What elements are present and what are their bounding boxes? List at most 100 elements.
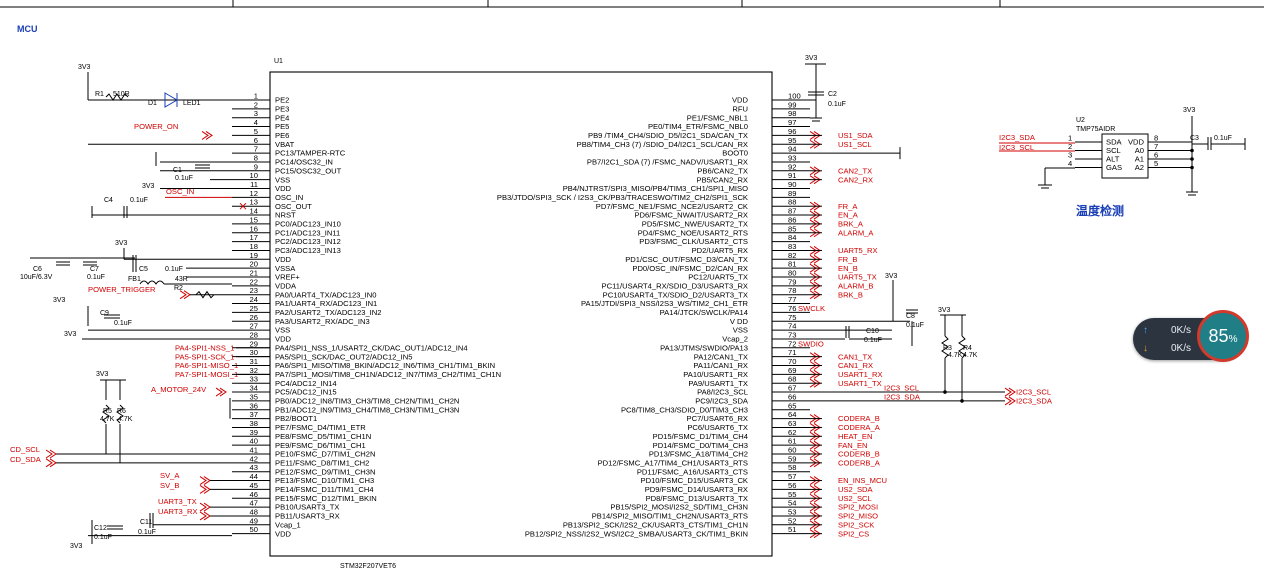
pin-function-90: PB4/NJTRST/SPI3_MISO/PB4/TIM3_CH1/SPI1_M… [563, 184, 748, 193]
temp-sensor-body [1101, 133, 1149, 179]
pin-number-29: 29 [250, 339, 258, 348]
pin-number-50: 50 [250, 525, 258, 534]
pin-number-60: 60 [788, 446, 796, 455]
net-label-95: US1_SCL [838, 140, 872, 149]
ref-r3: R3 [943, 345, 952, 352]
pin-function-92: PB6/CAN2_TX [697, 166, 748, 175]
mcu-part: STM32F207VET6 [340, 563, 396, 570]
ref-c5: C5 [139, 266, 148, 273]
pin-number-59: 59 [788, 454, 796, 463]
pin-number-25: 25 [250, 304, 258, 313]
val-r3: 4.7K [948, 352, 963, 359]
pin-function-24: PA1/UART4_RX/ADC123_IN1 [275, 299, 377, 308]
net-label-78: BRK_B [838, 290, 863, 299]
val-c8: 0.1uF [906, 322, 924, 329]
pin-function-26: PA3/USART2_RX/ADC_IN3 [275, 317, 370, 326]
components: 3V3R34.7KR44.7K3V3C20.1uF3V3C80.1uFC100.… [20, 55, 1232, 550]
net-label-69: USART1_RX [838, 370, 883, 379]
net-spi-1: PA5-SPI1-SCK_1 [175, 352, 234, 361]
ref-c1: C1 [173, 167, 182, 174]
net-spi-3: PA7-SPI1-MOSI_1 [175, 370, 238, 379]
pin-number-74: 74 [788, 322, 796, 331]
pin-function-81: PD0/OSC_IN/FSMC_D2/CAN_RX [632, 264, 748, 273]
pin-number-13: 13 [250, 198, 258, 207]
ref-c4: C4 [104, 197, 113, 204]
pin-number-11: 11 [250, 180, 258, 189]
ref-d1: D1 [148, 100, 157, 107]
pin-function-71: PA12/CAN1_TX [694, 352, 748, 361]
network-speed-widget[interactable]: ↑ 0K/s ↓ 0K/s 85% [1133, 310, 1254, 368]
pin-function-53: PB14/SPI2_MISO/TIM1_CH2N/USART3_RTS [592, 512, 748, 521]
pin-function-99: RFU [732, 104, 748, 113]
pin-function-82: PD1/CSC_OUT/FSMC_D3/CAN_TX [625, 255, 748, 264]
u2-pin-fn-3: ALT [1106, 155, 1120, 164]
ref-fb1: FB1 [128, 276, 141, 283]
ref-led1: LED1 [183, 100, 201, 107]
ref-r4: R4 [963, 345, 972, 352]
pin-number-79: 79 [788, 277, 796, 286]
u2-pin-num-2: 2 [1068, 142, 1072, 151]
marker-cd-scl [45, 449, 57, 459]
val-r6: 4.7K [118, 416, 133, 423]
u2-pin-fn-1: SDA [1106, 138, 1123, 147]
net-spi-2: PA6-SPI1-MISO_1 [175, 361, 238, 370]
pin-function-47: PB10/USART3_TX [275, 503, 339, 512]
pin-function-61: PD14/FSMC_D0/TIM4_CH3 [653, 441, 748, 450]
val-c7: 0.1uF [87, 274, 105, 281]
ref-c7: C7 [90, 266, 99, 273]
net-label-81: EN_B [838, 264, 858, 273]
pin-function-94: BOOT0 [722, 149, 748, 158]
u2-pin-fn-2: SCL [1106, 146, 1121, 155]
pin-number-55: 55 [788, 490, 796, 499]
pin-number-38: 38 [250, 419, 258, 428]
wire-label-67: I2C3_SCL [884, 384, 919, 393]
pin-number-65: 65 [788, 401, 796, 410]
upload-row: ↑ 0K/s [1143, 323, 1191, 337]
pin-number-16: 16 [250, 224, 258, 233]
pin-number-69: 69 [788, 366, 796, 375]
rail-3v3-vdd11: 3V3 [142, 183, 155, 190]
pin-number-89: 89 [788, 189, 796, 198]
pin-function-30: PA5/SPI1_SCK/DAC_OUT2/ADC12_IN5 [275, 352, 412, 361]
pin-function-63: PC6/USART6_TX [687, 423, 748, 432]
pin-function-28: VDD [275, 335, 292, 344]
net-label-83: UART5_RX [838, 246, 878, 255]
ref-c9: C9 [100, 310, 109, 317]
rail-3v3-c2: 3V3 [805, 55, 818, 62]
far-marker-67 [1004, 387, 1016, 397]
mcu-body [269, 71, 773, 557]
pin-function-8: PC14/OSC32_IN [275, 158, 333, 167]
pin-number-42: 42 [250, 454, 258, 463]
ferrite-fb1 [139, 280, 165, 285]
pin-number-54: 54 [788, 499, 796, 508]
pin-number-58: 58 [788, 463, 796, 472]
marker-uart3-rx [199, 511, 211, 521]
download-row: ↓ 0K/s [1143, 341, 1191, 355]
val-fb1: 43R [175, 276, 188, 283]
pin-number-39: 39 [250, 428, 258, 437]
pin-function-100: VDD [732, 96, 749, 105]
pin-number-88: 88 [788, 198, 796, 207]
usage-gauge[interactable]: 85% [1197, 310, 1249, 362]
pin-number-93: 93 [788, 153, 796, 162]
pin-number-53: 53 [788, 507, 796, 516]
pin-number-43: 43 [250, 463, 258, 472]
val-r1: 510R [113, 91, 130, 98]
pin-function-20: VSSA [275, 264, 296, 273]
pin-function-45: PE14/FSMC_D11/TIM1_CH4 [275, 485, 374, 494]
pin-number-90: 90 [788, 180, 796, 189]
pin-function-73: Vcap_2 [722, 335, 748, 344]
u2-junction-5 [1190, 165, 1194, 170]
pin-function-91: PB5/CAN2_RX [697, 175, 749, 184]
marker-cd-sda [45, 458, 57, 468]
ref-c12: C12 [94, 525, 107, 532]
pin-function-54: PB15/SPI2_MOSI/I2S2_SD/TIM1_CH3N [610, 503, 748, 512]
pin-number-92: 92 [788, 162, 796, 171]
pin-function-5: PE6 [275, 131, 289, 140]
pin-function-65: PC8/TIM8_CH3/SDIO_D0/TIM3_CH3 [621, 405, 748, 414]
download-speed: 0K/s [1170, 342, 1191, 354]
net-label-87: EN_A [838, 211, 859, 220]
pin-number-49: 49 [250, 516, 258, 525]
usage-percent: 85 [1208, 325, 1229, 346]
